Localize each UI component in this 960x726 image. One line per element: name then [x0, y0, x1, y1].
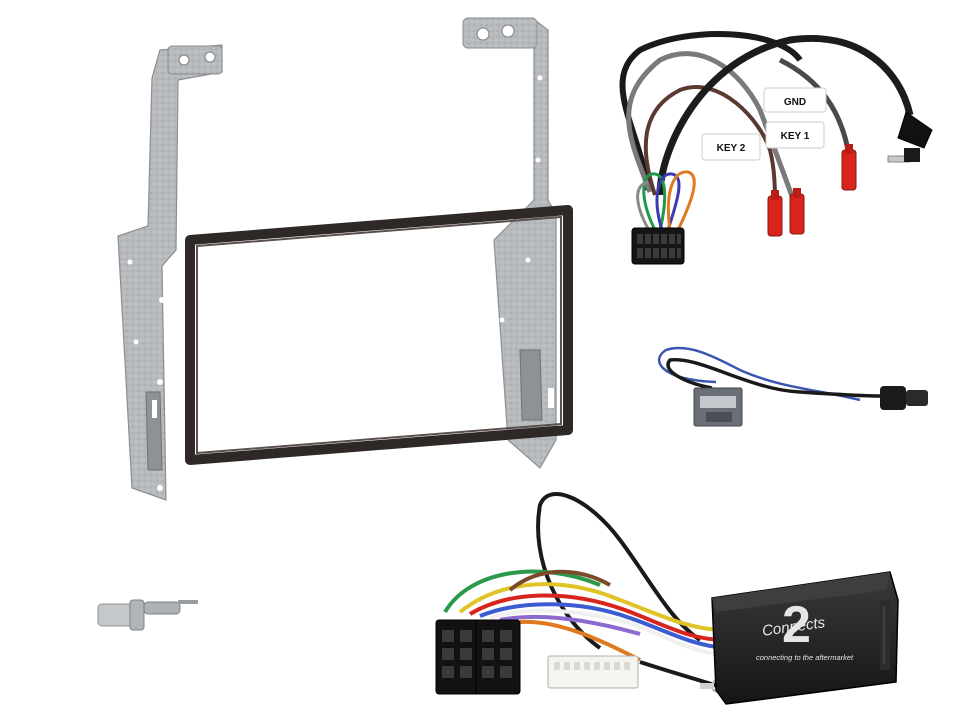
key-2-red-plug	[767, 190, 783, 237]
right-mounting-bracket	[462, 17, 557, 469]
antenna-adapter-lead	[657, 346, 928, 427]
iso-antenna-plug	[880, 386, 928, 410]
key-2-label: KEY 2	[717, 143, 746, 154]
module-logo-number: 2	[782, 596, 811, 654]
iso-connector-right	[475, 619, 521, 695]
steering-control-patch-lead: GND KEY 1 KEY 2	[619, 30, 933, 265]
steering-wheel-interface-harness: 2 Connects connecting to the aftermarket	[435, 492, 899, 705]
gnd-label: GND	[784, 97, 806, 108]
key-1-label: KEY 1	[781, 131, 810, 142]
key-1-label-tag: KEY 1	[765, 121, 825, 149]
jack-plug	[887, 111, 933, 163]
double-din-fascia-frame	[185, 205, 573, 465]
gnd-label-tag: GND	[763, 87, 827, 113]
key-1-red-plug	[789, 188, 805, 235]
iso-connector-left	[435, 619, 481, 695]
interface-module-box: 2 Connects connecting to the aftermarket	[711, 571, 899, 705]
left-mounting-bracket	[117, 44, 223, 501]
antenna-connector-block	[693, 387, 743, 427]
gnd-red-plug	[841, 144, 857, 191]
module-logo-tagline: connecting to the aftermarket	[756, 653, 854, 662]
aerial-adapter-plug	[97, 599, 198, 631]
key-2-label-tag: KEY 2	[701, 133, 761, 161]
white-vehicle-connector	[547, 655, 639, 689]
